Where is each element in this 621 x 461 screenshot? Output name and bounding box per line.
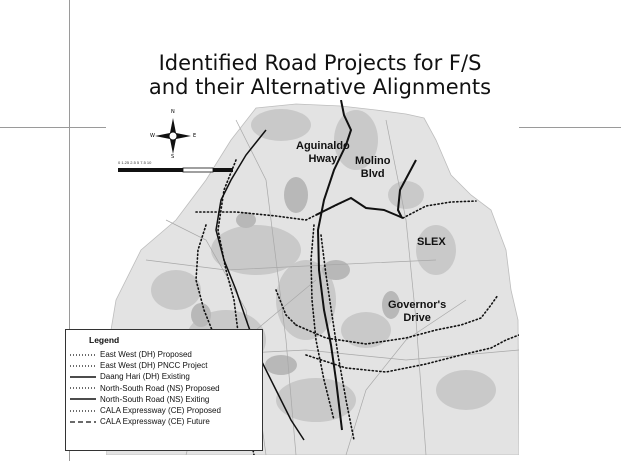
legend-item-daang-hari-existing: Daang Hari (DH) Existing bbox=[70, 371, 221, 382]
frame-line-right-horizontal bbox=[519, 127, 621, 128]
dashed-line-icon bbox=[70, 421, 96, 423]
legend-label: CALA Expressway (CE) Proposed bbox=[100, 406, 221, 416]
title-line-1: Identified Road Projects for F/S bbox=[158, 51, 482, 75]
solid-line-icon bbox=[70, 398, 96, 401]
label-molino-blvd: Molino Blvd bbox=[355, 155, 391, 180]
road-cala-expressway-proposed-3 bbox=[275, 289, 297, 326]
dotted-line-icon bbox=[70, 365, 96, 367]
road-aguinaldo-hway bbox=[316, 100, 353, 431]
road-molino-blvd bbox=[396, 159, 417, 219]
legend-list: East West (DH) Proposed East West (DH) P… bbox=[70, 349, 221, 427]
legend-title: Legend bbox=[89, 335, 120, 345]
compass-w: W bbox=[150, 133, 155, 139]
urban-dense bbox=[191, 177, 400, 375]
frame-line-left bbox=[69, 0, 70, 461]
label-governors-drive: Governor's Drive bbox=[388, 299, 447, 324]
legend-label: CALA Expressway (CE) Future bbox=[100, 417, 210, 427]
label-aguinaldo-hway: Aguinaldo Hway bbox=[296, 140, 350, 165]
dotted-line-icon bbox=[70, 387, 96, 389]
legend-label: East West (DH) PNCC Project bbox=[100, 361, 208, 371]
dotted-line-icon bbox=[70, 409, 96, 412]
legend-label: North-South Road (NS) Proposed bbox=[100, 383, 220, 393]
legend-label: North-South Road (NS) Exiting bbox=[100, 394, 210, 404]
compass-icon bbox=[155, 118, 191, 154]
svg-text:0 1.25 2.5 5 7.5 10: 0 1.25 2.5 5 7.5 10 bbox=[118, 160, 152, 165]
solid-line-icon bbox=[70, 376, 96, 378]
road-east-west-proposed bbox=[195, 197, 477, 221]
compass-n: N bbox=[171, 109, 175, 115]
map-legend: Legend East West (DH) Proposed East West… bbox=[65, 329, 263, 451]
road-north-south-proposed-3 bbox=[320, 234, 355, 441]
road-cala-expressway-proposed-1 bbox=[295, 294, 499, 345]
legend-item-cala-future: CALA Expressway (CE) Future bbox=[70, 416, 221, 427]
dotted-line-icon bbox=[70, 353, 96, 356]
road-north-south-proposed-2 bbox=[195, 224, 247, 431]
slide-title: Identified Road Projects for F/S and the… bbox=[110, 51, 530, 99]
label-slex: SLEX bbox=[417, 236, 446, 248]
road-north-south-existing bbox=[215, 129, 305, 441]
road-cala-expressway-proposed-2 bbox=[305, 334, 519, 373]
road-north-south-proposed-4 bbox=[310, 224, 335, 421]
compass-e: E bbox=[193, 133, 197, 139]
legend-label: Daang Hari (DH) Existing bbox=[100, 372, 190, 382]
title-line-2: and their Alternative Alignments bbox=[148, 75, 492, 99]
legend-label: East West (DH) Proposed bbox=[100, 350, 192, 360]
compass-s: S bbox=[171, 154, 175, 160]
north-arrow-compass: N S E W bbox=[150, 109, 197, 160]
legend-item-north-south-proposed: North-South Road (NS) Proposed bbox=[70, 383, 221, 394]
legend-item-north-south-existing: North-South Road (NS) Exiting bbox=[70, 394, 221, 405]
legend-item-cala-proposed: CALA Expressway (CE) Proposed bbox=[70, 405, 221, 416]
legend-item-east-west-proposed: East West (DH) Proposed bbox=[70, 349, 221, 360]
scale-bar: 0 1.25 2.5 5 7.5 10 bbox=[118, 160, 233, 173]
frame-line-left-horizontal bbox=[0, 127, 106, 128]
legend-item-east-west-pncc: East West (DH) PNCC Project bbox=[70, 360, 221, 371]
